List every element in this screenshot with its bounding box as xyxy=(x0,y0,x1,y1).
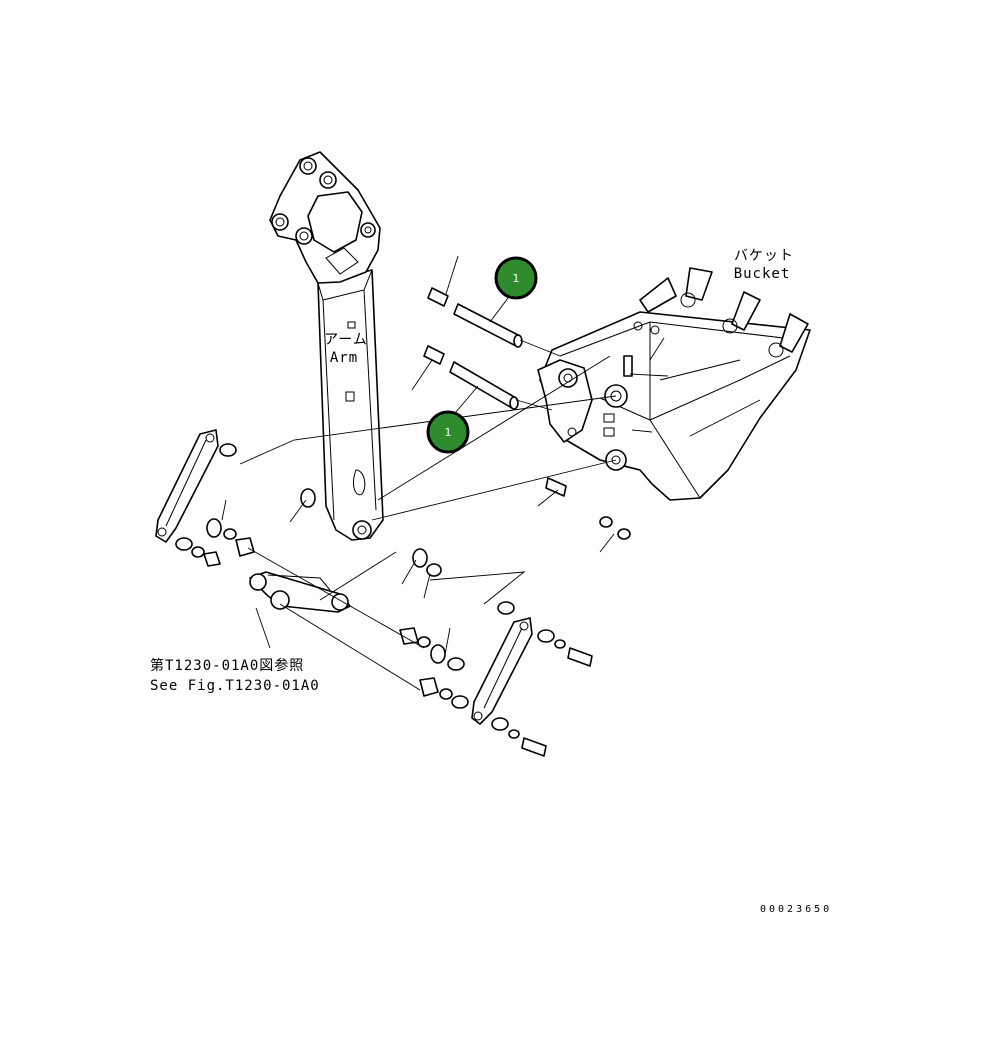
arm-label-en: Arm xyxy=(330,350,358,366)
reference-label-en: See Fig.T1230-01A0 xyxy=(150,678,320,694)
bucket-label-en: Bucket xyxy=(734,266,791,282)
arm-label-jp: アーム xyxy=(324,332,368,348)
assembly-lines xyxy=(239,339,617,691)
callout-1-lower-number: 1 xyxy=(445,426,452,439)
leader-lines xyxy=(221,255,761,661)
callout-1-upper: 1 xyxy=(489,256,538,323)
bucket xyxy=(537,267,811,501)
callout-1-lower: 1 xyxy=(426,385,479,454)
pin-lower xyxy=(423,345,519,410)
small-parts xyxy=(175,355,633,757)
bucket-label-jp: バケット xyxy=(734,248,794,264)
document-number: 00023650 xyxy=(760,904,832,915)
link-left xyxy=(155,429,237,543)
arm xyxy=(269,151,384,541)
pin-upper xyxy=(427,287,523,348)
reference-label-jp: 第T1230-01A0図参照 xyxy=(150,657,304,674)
callout-1-upper-number: 1 xyxy=(513,272,520,285)
link-right xyxy=(471,617,533,725)
